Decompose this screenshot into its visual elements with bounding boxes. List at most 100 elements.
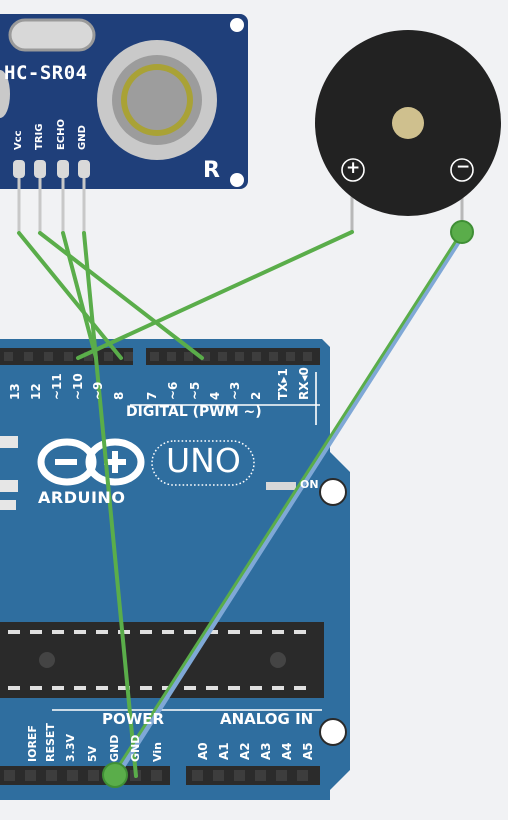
sensor-pin-header[interactable] bbox=[57, 160, 69, 178]
buzzer-plus-ring bbox=[341, 158, 365, 182]
power-jack-top bbox=[0, 480, 18, 492]
power-pin-label: 5V bbox=[86, 745, 99, 762]
chip-pin bbox=[162, 630, 174, 634]
analog-pin-label: A3 bbox=[259, 742, 273, 760]
chip-pin bbox=[228, 686, 240, 690]
wire-echo-to-d9[interactable] bbox=[61, 231, 98, 360]
wire-buzzer-minus-to-gnd[interactable] bbox=[111, 231, 463, 777]
header-socket bbox=[234, 770, 245, 781]
header-socket bbox=[4, 770, 15, 781]
chip-pin bbox=[184, 686, 196, 690]
digital-pin-label: 13 bbox=[8, 383, 22, 400]
chip-pin bbox=[140, 630, 152, 634]
header-socket bbox=[67, 770, 78, 781]
sensor-pin-header[interactable] bbox=[34, 160, 46, 178]
sensor-side-letter: R bbox=[203, 158, 220, 183]
transducer-right bbox=[97, 40, 217, 160]
digital-socket bbox=[104, 352, 113, 361]
mount-hole-top bbox=[230, 18, 244, 32]
reset-button[interactable] bbox=[319, 478, 347, 506]
arduino-brand-label: ARDUINO bbox=[38, 488, 126, 507]
chip-pin bbox=[250, 686, 262, 690]
ultrasonic-sensor[interactable] bbox=[0, 14, 248, 233]
on-led bbox=[266, 482, 296, 490]
wire-buzzer-minus-blue[interactable] bbox=[113, 230, 467, 780]
power-header-label: POWER bbox=[102, 710, 165, 728]
header-socket bbox=[276, 770, 287, 781]
arduino-logo bbox=[37, 438, 145, 486]
digital-pin-label: 7 bbox=[145, 391, 159, 400]
wire-gnd-to-gnd[interactable] bbox=[82, 231, 138, 778]
piezo-buzzer[interactable] bbox=[315, 30, 501, 232]
chip-pin bbox=[250, 630, 262, 634]
digital-pin-label: ~11 bbox=[50, 373, 64, 400]
chip-pin bbox=[30, 686, 42, 690]
digital-pin-label: 2 bbox=[249, 391, 263, 400]
chip-pin bbox=[184, 630, 196, 634]
uno-model-label: UNO bbox=[166, 441, 241, 480]
digital-socket bbox=[184, 352, 193, 361]
analog-pin-label: A5 bbox=[301, 742, 315, 760]
transducer-left-edge bbox=[0, 70, 10, 118]
analog-pin-label: A4 bbox=[280, 742, 294, 760]
digital-pin-label: RX◂0 bbox=[297, 367, 311, 400]
wire-buzzer-plus-to-d10[interactable] bbox=[76, 230, 354, 360]
digital-socket bbox=[24, 352, 33, 361]
analog-header-label: ANALOG IN bbox=[220, 710, 314, 728]
digital-socket bbox=[44, 352, 53, 361]
sensor-pins bbox=[13, 160, 90, 233]
chip-pin bbox=[228, 630, 240, 634]
usb-connector bbox=[0, 436, 18, 448]
wire-endpoint-buzzer[interactable] bbox=[450, 220, 474, 244]
on-led-label: ON bbox=[300, 478, 319, 491]
sensor-pin-label: ECHO bbox=[56, 118, 67, 150]
right-edge-button[interactable] bbox=[319, 718, 347, 746]
digital-socket bbox=[150, 352, 159, 361]
analog-pin-label: A2 bbox=[238, 742, 252, 760]
header-socket bbox=[88, 770, 99, 781]
digital-pin-label: TX▸1 bbox=[276, 368, 290, 400]
power-pin-label: GND bbox=[129, 734, 142, 762]
wires[interactable] bbox=[17, 220, 474, 788]
power-pin-label: 3.3V bbox=[64, 734, 77, 762]
arduino-uno-board[interactable] bbox=[0, 339, 350, 800]
buzzer-plus-label: + bbox=[346, 158, 361, 178]
buzzer-center bbox=[392, 107, 424, 139]
buzzer-minus-label: − bbox=[456, 157, 471, 177]
chip-pin bbox=[272, 686, 284, 690]
crystal-oscillator bbox=[8, 18, 96, 52]
header-socket bbox=[255, 770, 266, 781]
digital-sockets bbox=[4, 352, 312, 361]
chip-pin bbox=[8, 630, 20, 634]
header-socket bbox=[46, 770, 57, 781]
sensor-pin-header[interactable] bbox=[78, 160, 90, 178]
chip-pin bbox=[272, 630, 284, 634]
wire-vcc-to-d8[interactable] bbox=[17, 231, 123, 360]
digital-socket bbox=[4, 352, 13, 361]
chip-pin bbox=[96, 630, 108, 634]
digital-pin-label: ~6 bbox=[166, 381, 180, 400]
power-pin-label: RESET bbox=[44, 723, 57, 762]
digital-socket bbox=[269, 352, 278, 361]
sensor-model-label: HC-SR04 bbox=[4, 62, 88, 84]
power-jack-bottom bbox=[0, 500, 16, 510]
digital-pin-label: ~3 bbox=[228, 381, 242, 400]
digital-pin-label: 8 bbox=[112, 391, 126, 400]
chip-pin bbox=[206, 630, 218, 634]
chip-pin bbox=[96, 686, 108, 690]
header-socket bbox=[25, 770, 36, 781]
chip-pin bbox=[74, 630, 86, 634]
chip-pin bbox=[140, 686, 152, 690]
sensor-pin-header[interactable] bbox=[13, 160, 25, 178]
sensor-pin-label: GND bbox=[77, 125, 88, 150]
digital-header-label: DIGITAL (PWM ~) bbox=[126, 404, 262, 420]
chip-pin bbox=[118, 686, 130, 690]
wire-endpoint-gnd[interactable] bbox=[102, 762, 128, 788]
digital-socket bbox=[218, 352, 227, 361]
power-pin-label: Vin bbox=[151, 742, 164, 762]
digital-socket bbox=[235, 352, 244, 361]
power-pin-label: IOREF bbox=[26, 725, 39, 762]
uno-badge bbox=[151, 440, 255, 486]
